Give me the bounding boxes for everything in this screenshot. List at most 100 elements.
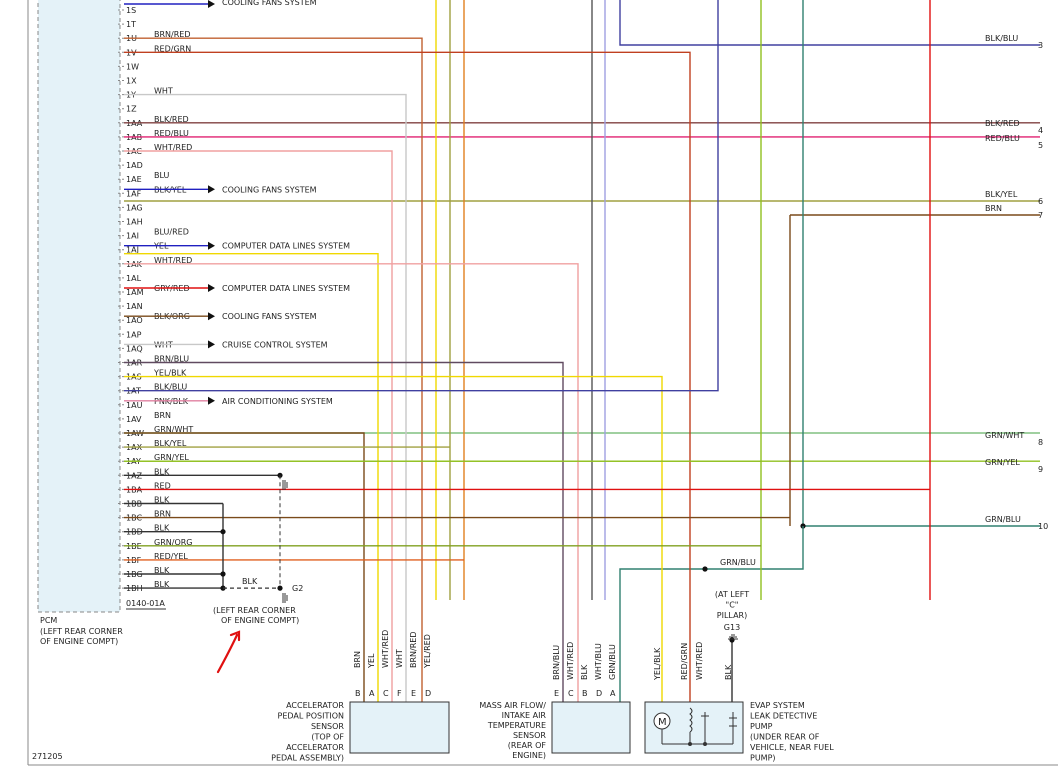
evap-pump-name: EVAP SYSTEM	[750, 701, 805, 710]
app-wire-label: BRN/RED	[409, 632, 418, 669]
pcm-pin-label: 1S	[126, 6, 136, 15]
pcm-pin-wire-color: GRN/WHT	[154, 425, 193, 434]
ground-g2-location: (LEFT REAR CORNER	[213, 606, 296, 615]
arrow-icon	[208, 340, 215, 349]
pcm-pin-wire-color: RED/GRN	[154, 44, 191, 53]
splice-dot	[702, 566, 708, 572]
pcm-pin-label: 1AG	[126, 203, 143, 212]
wire-1AR	[124, 361, 564, 702]
right-wire-label: BRN	[985, 204, 1002, 213]
pcm-pin-label: 1AD	[126, 161, 143, 170]
pcm-pin-wire-color: BRN	[154, 510, 171, 519]
maf-wire-label: BLK	[580, 664, 589, 680]
pcm-pin-wire-color: BRN/RED	[154, 30, 191, 39]
maf-sensor-name: ENGINE)	[512, 751, 546, 760]
app-sensor-name: ACCELERATOR	[286, 701, 344, 710]
splice-dot	[729, 637, 735, 643]
pcm-pin-wire-color: GRN/ORG	[154, 538, 193, 547]
wire-1U	[124, 37, 423, 702]
pcm-pin-label: 1X	[126, 77, 137, 86]
pcm-pin-wire-color: BLK	[154, 467, 170, 476]
coil-icon	[689, 707, 693, 733]
pcm-pin-wire-color: BLK/RED	[154, 115, 189, 124]
ground-g2-icon	[282, 593, 288, 603]
wire-1AK	[124, 263, 579, 702]
maf-pin-label: D	[596, 689, 602, 698]
app-sensor-connector	[349, 701, 450, 754]
evap-ground-location: "C"	[726, 601, 739, 610]
pcm-pin-wire-color: BLU	[154, 171, 170, 180]
app-pin-label: B	[355, 689, 361, 698]
pcm-pin-label: 1AU	[126, 401, 143, 410]
pcm-pin-label: 1AN	[126, 302, 143, 311]
app-pin-label: F	[397, 689, 402, 698]
pcm-location: OF ENGINE COMPT)	[40, 637, 118, 646]
maf-wire-label: WHT/RED	[566, 642, 575, 680]
pcm-pin-label: 1AL	[126, 274, 142, 283]
right-wire-label: RED/BLU	[985, 134, 1020, 143]
evap-ground-id: G13	[724, 623, 740, 632]
pcm-pin-label: 1T	[126, 20, 136, 29]
pcm-pin-wire-color: BRN	[154, 411, 171, 420]
pcm-pin-label: 1AM	[126, 288, 144, 297]
pcm-pin-wire-color: BLK/BLU	[154, 383, 187, 392]
app-wire-label: BRN	[353, 651, 362, 668]
app-sensor-name: (TOP OF	[311, 733, 344, 742]
pcm-pin-wire-color: BLK	[154, 496, 170, 505]
app-sensor-name: PEDAL ASSEMBLY)	[271, 754, 344, 763]
evap-pump-name: LEAK DETECTIVE	[750, 712, 817, 721]
pcm-pin-wire-color: WHT/RED	[154, 143, 192, 152]
right-wire-label: GRN/WHT	[985, 431, 1024, 440]
pcm-location: (LEFT REAR CORNER	[40, 627, 123, 636]
splice-dot	[220, 529, 226, 535]
evap-splice-label: GRN/BLU	[720, 558, 756, 567]
pcm-pin-wire-color: WHT	[154, 87, 173, 96]
maf-sensor-name: (REAR OF	[508, 741, 547, 750]
pcm-pin-label: 1AF	[126, 189, 142, 198]
maf-wire-label: WHT/BLU	[594, 643, 603, 680]
wire-1AW	[124, 432, 365, 702]
maf-sensor-connector	[551, 701, 631, 754]
maf-sensor-name: INTAKE AIR	[502, 711, 547, 720]
wire-to-right-blkblu	[619, 0, 1040, 46]
evap-wire-label: YEL/BLK	[653, 647, 662, 681]
wire-1AT	[124, 0, 719, 392]
pcm-pin-label: 1Z	[126, 105, 137, 114]
app-pin-label: D	[425, 689, 431, 698]
evap-pump-name: VEHICLE, NEAR FUEL	[750, 743, 834, 752]
system-label-cooling: COOLING FANS SYSTEM	[222, 312, 317, 321]
evap-ground-location: (AT LEFT	[715, 590, 749, 599]
pcm-pin-wire-color: WHT/RED	[154, 256, 192, 265]
wire-to-right-grnblu	[802, 0, 1040, 527]
app-wire-label: WHT/RED	[381, 630, 390, 668]
pcm-module	[37, 0, 121, 613]
system-label-ac: AIR CONDITIONING SYSTEM	[222, 397, 333, 406]
app-sensor-name: ACCELERATOR	[286, 743, 344, 752]
wire-1AJ	[124, 253, 379, 702]
pcm-pin-wire-color: BLK	[154, 566, 170, 575]
maf-sensor-name: MASS AIR FLOW/	[479, 701, 546, 710]
pcm-pin-label: 1AO	[126, 316, 143, 325]
maf-pin-label: B	[582, 689, 588, 698]
right-connector-number: 8	[1038, 438, 1043, 447]
maf-sensor-name: SENSOR	[513, 731, 546, 740]
wire-grnblu-down	[619, 526, 804, 702]
pcm-pin-wire-color: RED/BLU	[154, 129, 189, 138]
pcm-pin-label: 1AQ	[126, 344, 143, 353]
pcm-pin-label: 1AV	[126, 415, 142, 424]
annotation-mark	[216, 630, 241, 674]
app-pin-label: C	[383, 689, 389, 698]
wires	[124, 0, 1040, 702]
right-connector-number: 4	[1038, 126, 1043, 135]
right-wire-label: BLK/RED	[985, 119, 1020, 128]
right-connector-number: 9	[1038, 465, 1043, 474]
pcm-pin-label: 1AH	[126, 218, 143, 227]
wire-1AC	[124, 150, 393, 702]
pcm-pin-wire-color: RED	[154, 481, 171, 490]
arrow-icon	[208, 396, 215, 405]
ground-g2-location: OF ENGINE COMPT)	[221, 616, 299, 625]
maf-pin-label: C	[568, 689, 574, 698]
pcm-pin-wire-color: BLK/YEL	[154, 439, 187, 448]
maf-wire-label: BRN/BLU	[552, 645, 561, 680]
